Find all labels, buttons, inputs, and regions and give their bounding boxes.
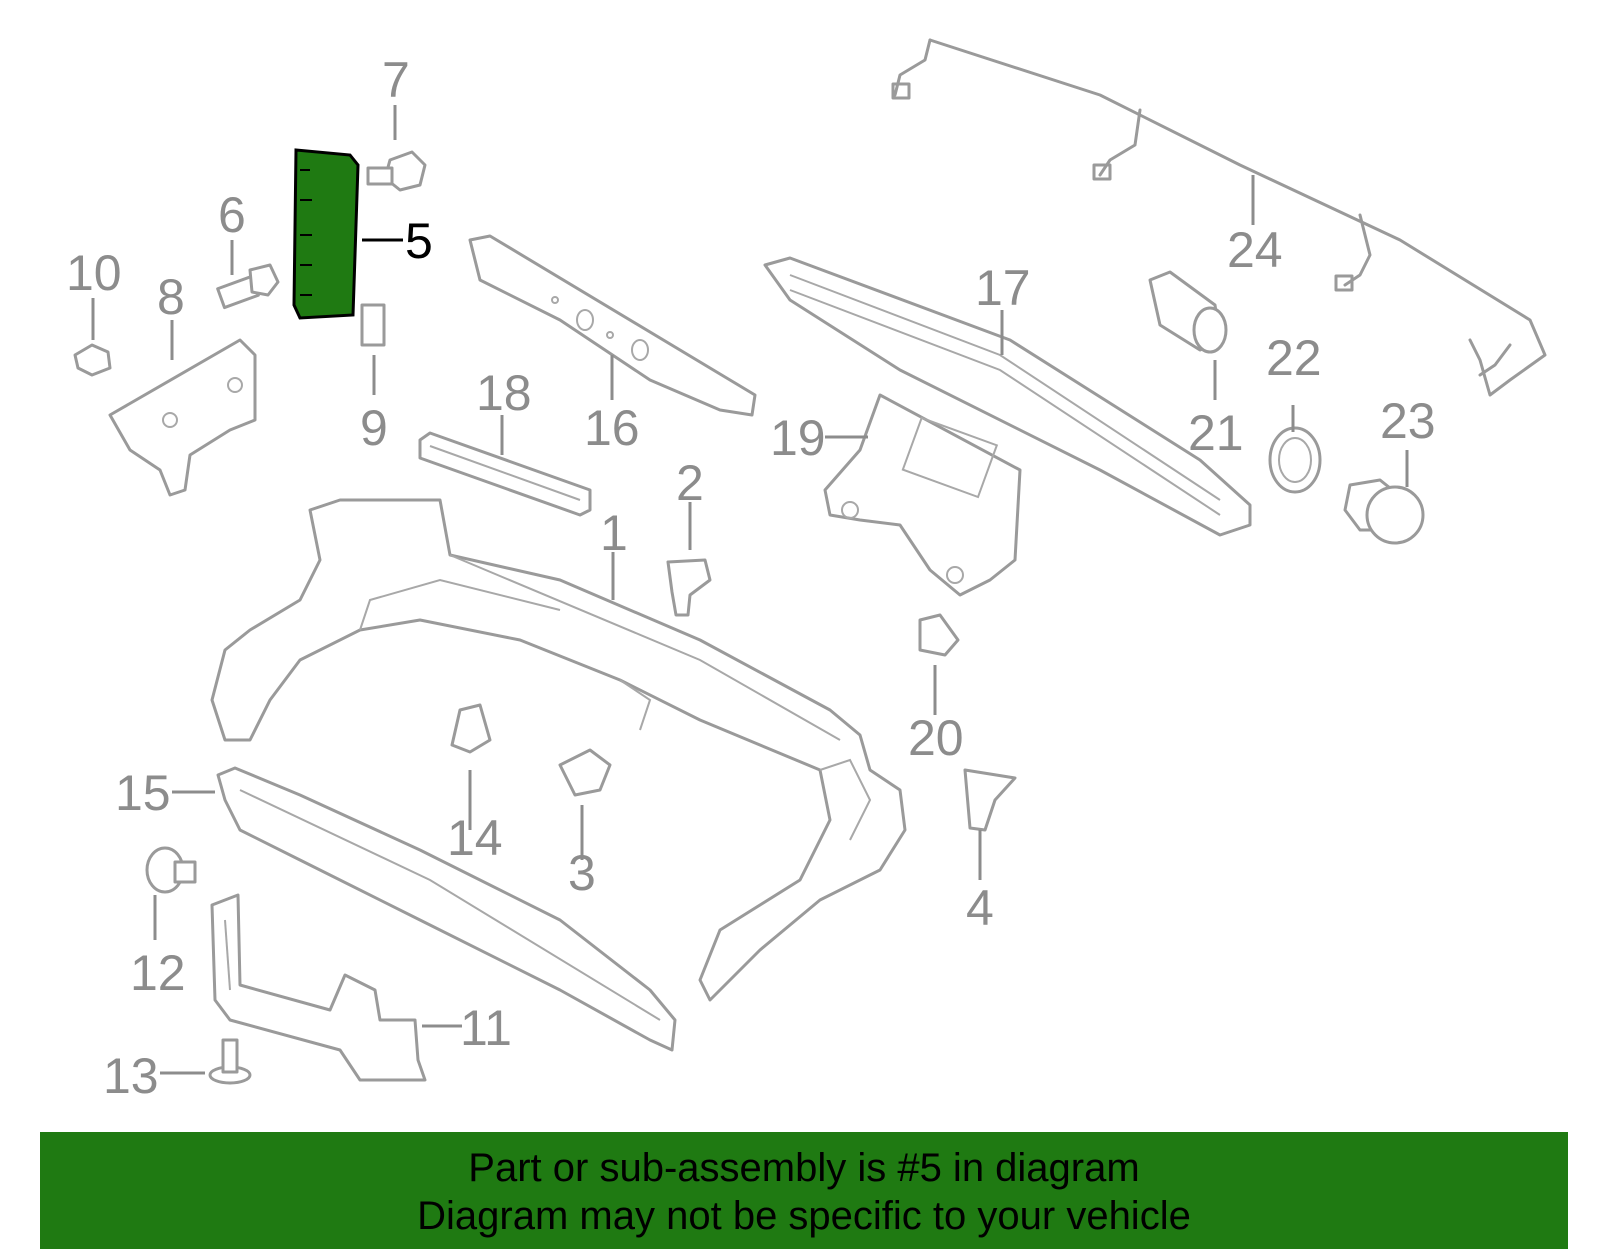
callout-16: 16 [584,400,640,456]
callout-11: 11 [460,1000,512,1056]
banner-line-2: Diagram may not be specific to your vehi… [417,1194,1191,1238]
callout-19: 19 [770,410,826,466]
callout-4: 4 [966,880,994,936]
part-7-nut[interactable] [366,150,427,192]
callout-9: 9 [360,400,388,456]
part-9-clip[interactable] [360,303,386,347]
part-24-wiring-harness[interactable] [891,38,1547,397]
part-23-sensor-cap[interactable] [1343,478,1425,545]
part-8-side-bracket[interactable] [108,338,257,497]
part-21-sensor[interactable] [1148,270,1228,354]
part-11-lower-support[interactable] [210,893,427,1082]
part-3-clip[interactable] [558,748,612,797]
part-22-ring[interactable] [1268,426,1322,494]
part-19-license-bracket[interactable] [823,393,1022,597]
callout-1: 1 [600,505,628,561]
callout-numbers: 1 2 3 4 5 6 7 8 9 10 11 12 13 14 15 16 1… [66,52,1436,1104]
part-10-screw[interactable] [73,343,112,377]
part-1-bumper-cover[interactable] [210,498,907,1002]
part-17-bumper-trim-strip[interactable] [763,256,1252,537]
callout-24: 24 [1227,222,1283,278]
callout-22: 22 [1266,330,1322,386]
callout-13: 13 [103,1048,159,1104]
callout-17: 17 [975,260,1031,316]
part-16-bumper-reinforcement[interactable] [468,234,757,417]
part-4-clip[interactable] [963,768,1017,832]
callout-12: 12 [130,945,186,1001]
callout-7: 7 [382,52,410,108]
part-14-clip[interactable] [450,703,492,754]
callout-15: 15 [115,765,171,821]
callout-21: 21 [1188,405,1244,461]
callout-8: 8 [157,269,185,325]
info-banner: Part or sub-assembly is #5 in diagram Di… [40,1132,1568,1249]
part-2-retainer[interactable] [666,558,712,617]
callout-3: 3 [568,845,596,901]
callout-23: 23 [1380,393,1436,449]
part-6-bolt[interactable] [216,263,280,310]
callout-lines [91,105,1409,1075]
banner-line-1: Part or sub-assembly is #5 in diagram [468,1146,1140,1190]
callout-14: 14 [447,810,503,866]
part-5-highlighted-bracket[interactable] [292,148,360,320]
callout-20: 20 [908,710,964,766]
callout-6: 6 [218,187,246,243]
callout-18: 18 [476,365,532,421]
part-13-screw[interactable] [208,1038,252,1085]
callout-5: 5 [405,213,433,269]
part-20-clip[interactable] [918,613,960,657]
part-15-lower-bracket[interactable] [216,766,677,1052]
part-12-grommet[interactable] [145,846,197,894]
part-18-reflector[interactable] [418,431,592,517]
callout-10: 10 [66,245,122,301]
callout-2: 2 [676,455,704,511]
